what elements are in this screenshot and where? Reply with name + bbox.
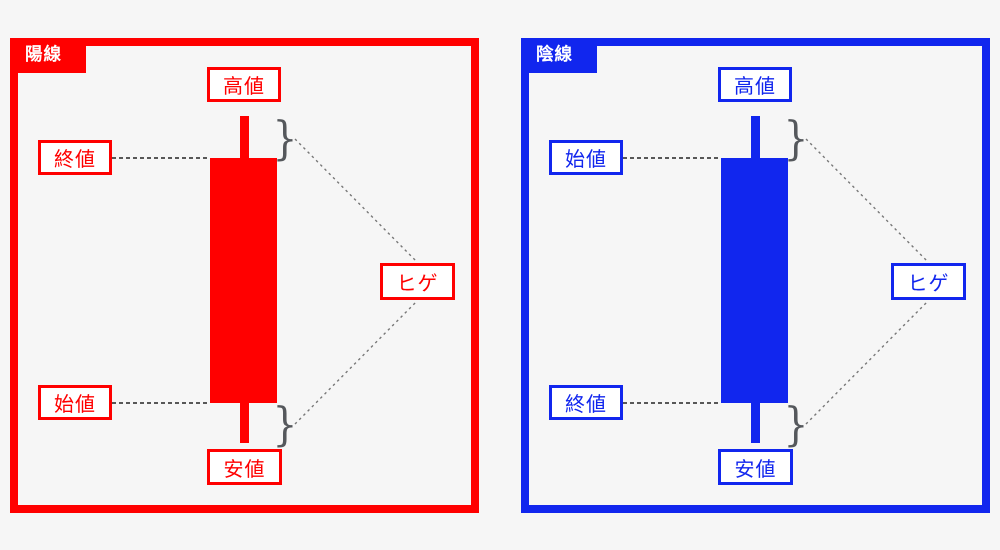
connector-lines	[112, 138, 418, 425]
candle-body	[721, 158, 788, 403]
label-open: 始値	[549, 140, 623, 175]
lower-wick-connector-line	[294, 300, 418, 425]
upper-wick-brace: }	[783, 111, 809, 165]
label-high: 高値	[718, 67, 792, 102]
label-close: 終値	[38, 140, 112, 175]
candle-body	[210, 158, 277, 403]
panel-bullish: 陽線 } } 高値 終値 始値 安値 ヒゲ	[10, 38, 479, 513]
label-high: 高値	[207, 67, 281, 102]
lower-wick	[240, 403, 249, 443]
connector-lines	[623, 138, 929, 425]
lower-wick-brace: }	[272, 397, 298, 451]
label-low: 安値	[207, 449, 282, 485]
lower-wick-brace: }	[783, 397, 809, 451]
label-close: 終値	[549, 385, 623, 420]
upper-wick-connector-line	[294, 138, 418, 263]
lower-wick	[751, 403, 760, 443]
label-wick: ヒゲ	[891, 263, 966, 300]
panel-bearish-tab: 陰線	[521, 38, 597, 73]
upper-wick	[240, 116, 249, 158]
lower-wick-connector-line	[805, 300, 929, 425]
upper-wick	[751, 116, 760, 158]
upper-wick-brace: }	[272, 111, 298, 165]
label-low: 安値	[718, 449, 793, 485]
panel-bullish-tab: 陽線	[10, 38, 86, 73]
label-wick: ヒゲ	[380, 263, 455, 300]
label-open: 始値	[38, 385, 112, 420]
panel-bearish: 陰線 } } 高値 始値 終値 安値 ヒゲ	[521, 38, 990, 513]
upper-wick-connector-line	[805, 138, 929, 263]
